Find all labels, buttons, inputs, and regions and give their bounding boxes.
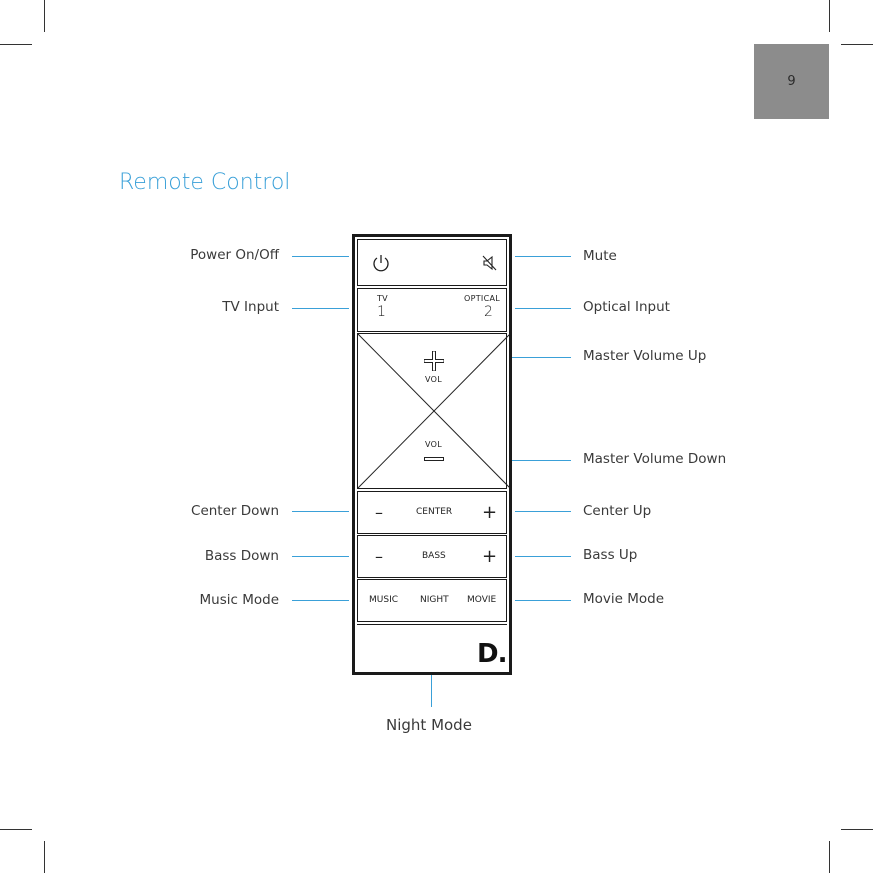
music-mode-button[interactable]: MUSIC <box>369 595 399 605</box>
label-bass-down: Bass Down <box>204 548 279 564</box>
label-movie-mode: Movie Mode <box>583 591 665 607</box>
label-power: Power On/Off <box>190 247 279 263</box>
movie-mode-button[interactable]: MOVIE <box>467 595 497 605</box>
power-icon[interactable] <box>371 253 391 273</box>
center-row: – CENTER + <box>357 491 507 534</box>
volume-up-icon[interactable] <box>424 351 444 371</box>
leader-music-mode <box>292 600 349 601</box>
label-master-volume-up: Master Volume Up <box>583 348 707 364</box>
leader-tv-input <box>292 308 349 309</box>
crop-mark <box>841 829 873 830</box>
tv-label: TV <box>377 294 388 303</box>
night-mode-button[interactable]: NIGHT <box>420 595 449 605</box>
label-music-mode: Music Mode <box>199 592 279 608</box>
bass-row: – BASS + <box>357 535 507 578</box>
page-number-tab: 9 <box>754 44 829 119</box>
mode-row: MUSIC NIGHT MOVIE <box>357 579 507 622</box>
remote-control: TV 1 OPTICAL 2 VOL VOL – CENTER + – BASS… <box>352 234 512 675</box>
crop-mark <box>829 0 830 32</box>
optical-label: OPTICAL <box>464 294 500 303</box>
label-center-up: Center Up <box>583 503 652 519</box>
tv-input-button[interactable]: 1 <box>377 304 386 320</box>
label-bass-up: Bass Up <box>583 547 638 563</box>
leader-optical-input <box>515 308 571 309</box>
volume-up-label: VOL <box>425 375 442 384</box>
label-optical-input: Optical Input <box>583 299 670 315</box>
leader-center-down <box>292 511 349 512</box>
center-down-button[interactable]: – <box>375 503 383 522</box>
leader-power <box>292 256 349 257</box>
input-row: TV 1 OPTICAL 2 <box>357 288 507 332</box>
mute-icon[interactable] <box>481 254 499 272</box>
crop-mark <box>841 44 873 45</box>
power-mute-row <box>357 239 507 286</box>
crop-mark <box>829 841 830 873</box>
leader-movie-mode <box>515 600 571 601</box>
label-mute: Mute <box>583 248 617 264</box>
volume-down-icon[interactable] <box>424 456 444 462</box>
bass-down-button[interactable]: – <box>375 547 383 566</box>
leader-bass-up <box>515 556 571 557</box>
center-up-button[interactable]: + <box>482 502 498 523</box>
page-title: Remote Control <box>119 170 291 195</box>
crop-mark <box>44 0 45 32</box>
page-number: 9 <box>787 74 796 89</box>
label-tv-input: TV Input <box>222 299 279 315</box>
crop-mark <box>44 841 45 873</box>
logo-area: D. <box>357 624 507 672</box>
brand-logo: D. <box>477 639 507 669</box>
leader-master-volume-down <box>457 460 571 461</box>
leader-center-up <box>515 511 571 512</box>
volume-pad-diagonals <box>358 334 510 488</box>
optical-input-button[interactable]: 2 <box>484 304 493 320</box>
crop-mark <box>0 44 32 45</box>
center-label: CENTER <box>416 507 453 517</box>
label-night-mode: Night Mode <box>386 716 472 734</box>
leader-master-volume-up <box>457 357 571 358</box>
volume-pad: VOL VOL <box>357 333 510 489</box>
label-master-volume-down: Master Volume Down <box>583 451 727 467</box>
leader-mute <box>515 256 571 257</box>
crop-mark <box>0 829 32 830</box>
bass-label: BASS <box>422 551 446 561</box>
leader-bass-down <box>292 556 349 557</box>
bass-up-button[interactable]: + <box>482 546 498 567</box>
label-center-down: Center Down <box>191 503 279 519</box>
volume-down-label: VOL <box>425 440 442 449</box>
